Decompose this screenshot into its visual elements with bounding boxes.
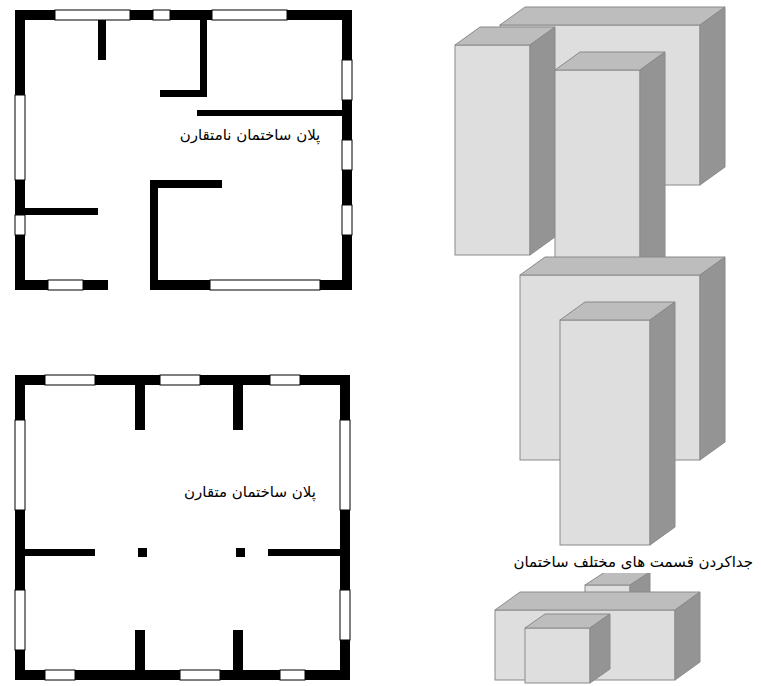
figure-caption: جداکردن قسمت های مختلف ساختمان [510, 553, 756, 573]
plan-caption: پلان ساختمان متقارن [181, 483, 319, 503]
asymmetric-plan [15, 10, 352, 291]
plan-caption: پلان ساختمان نامتقارن [177, 126, 324, 146]
building-blocks [455, 7, 725, 683]
symmetric-plan [15, 375, 350, 680]
